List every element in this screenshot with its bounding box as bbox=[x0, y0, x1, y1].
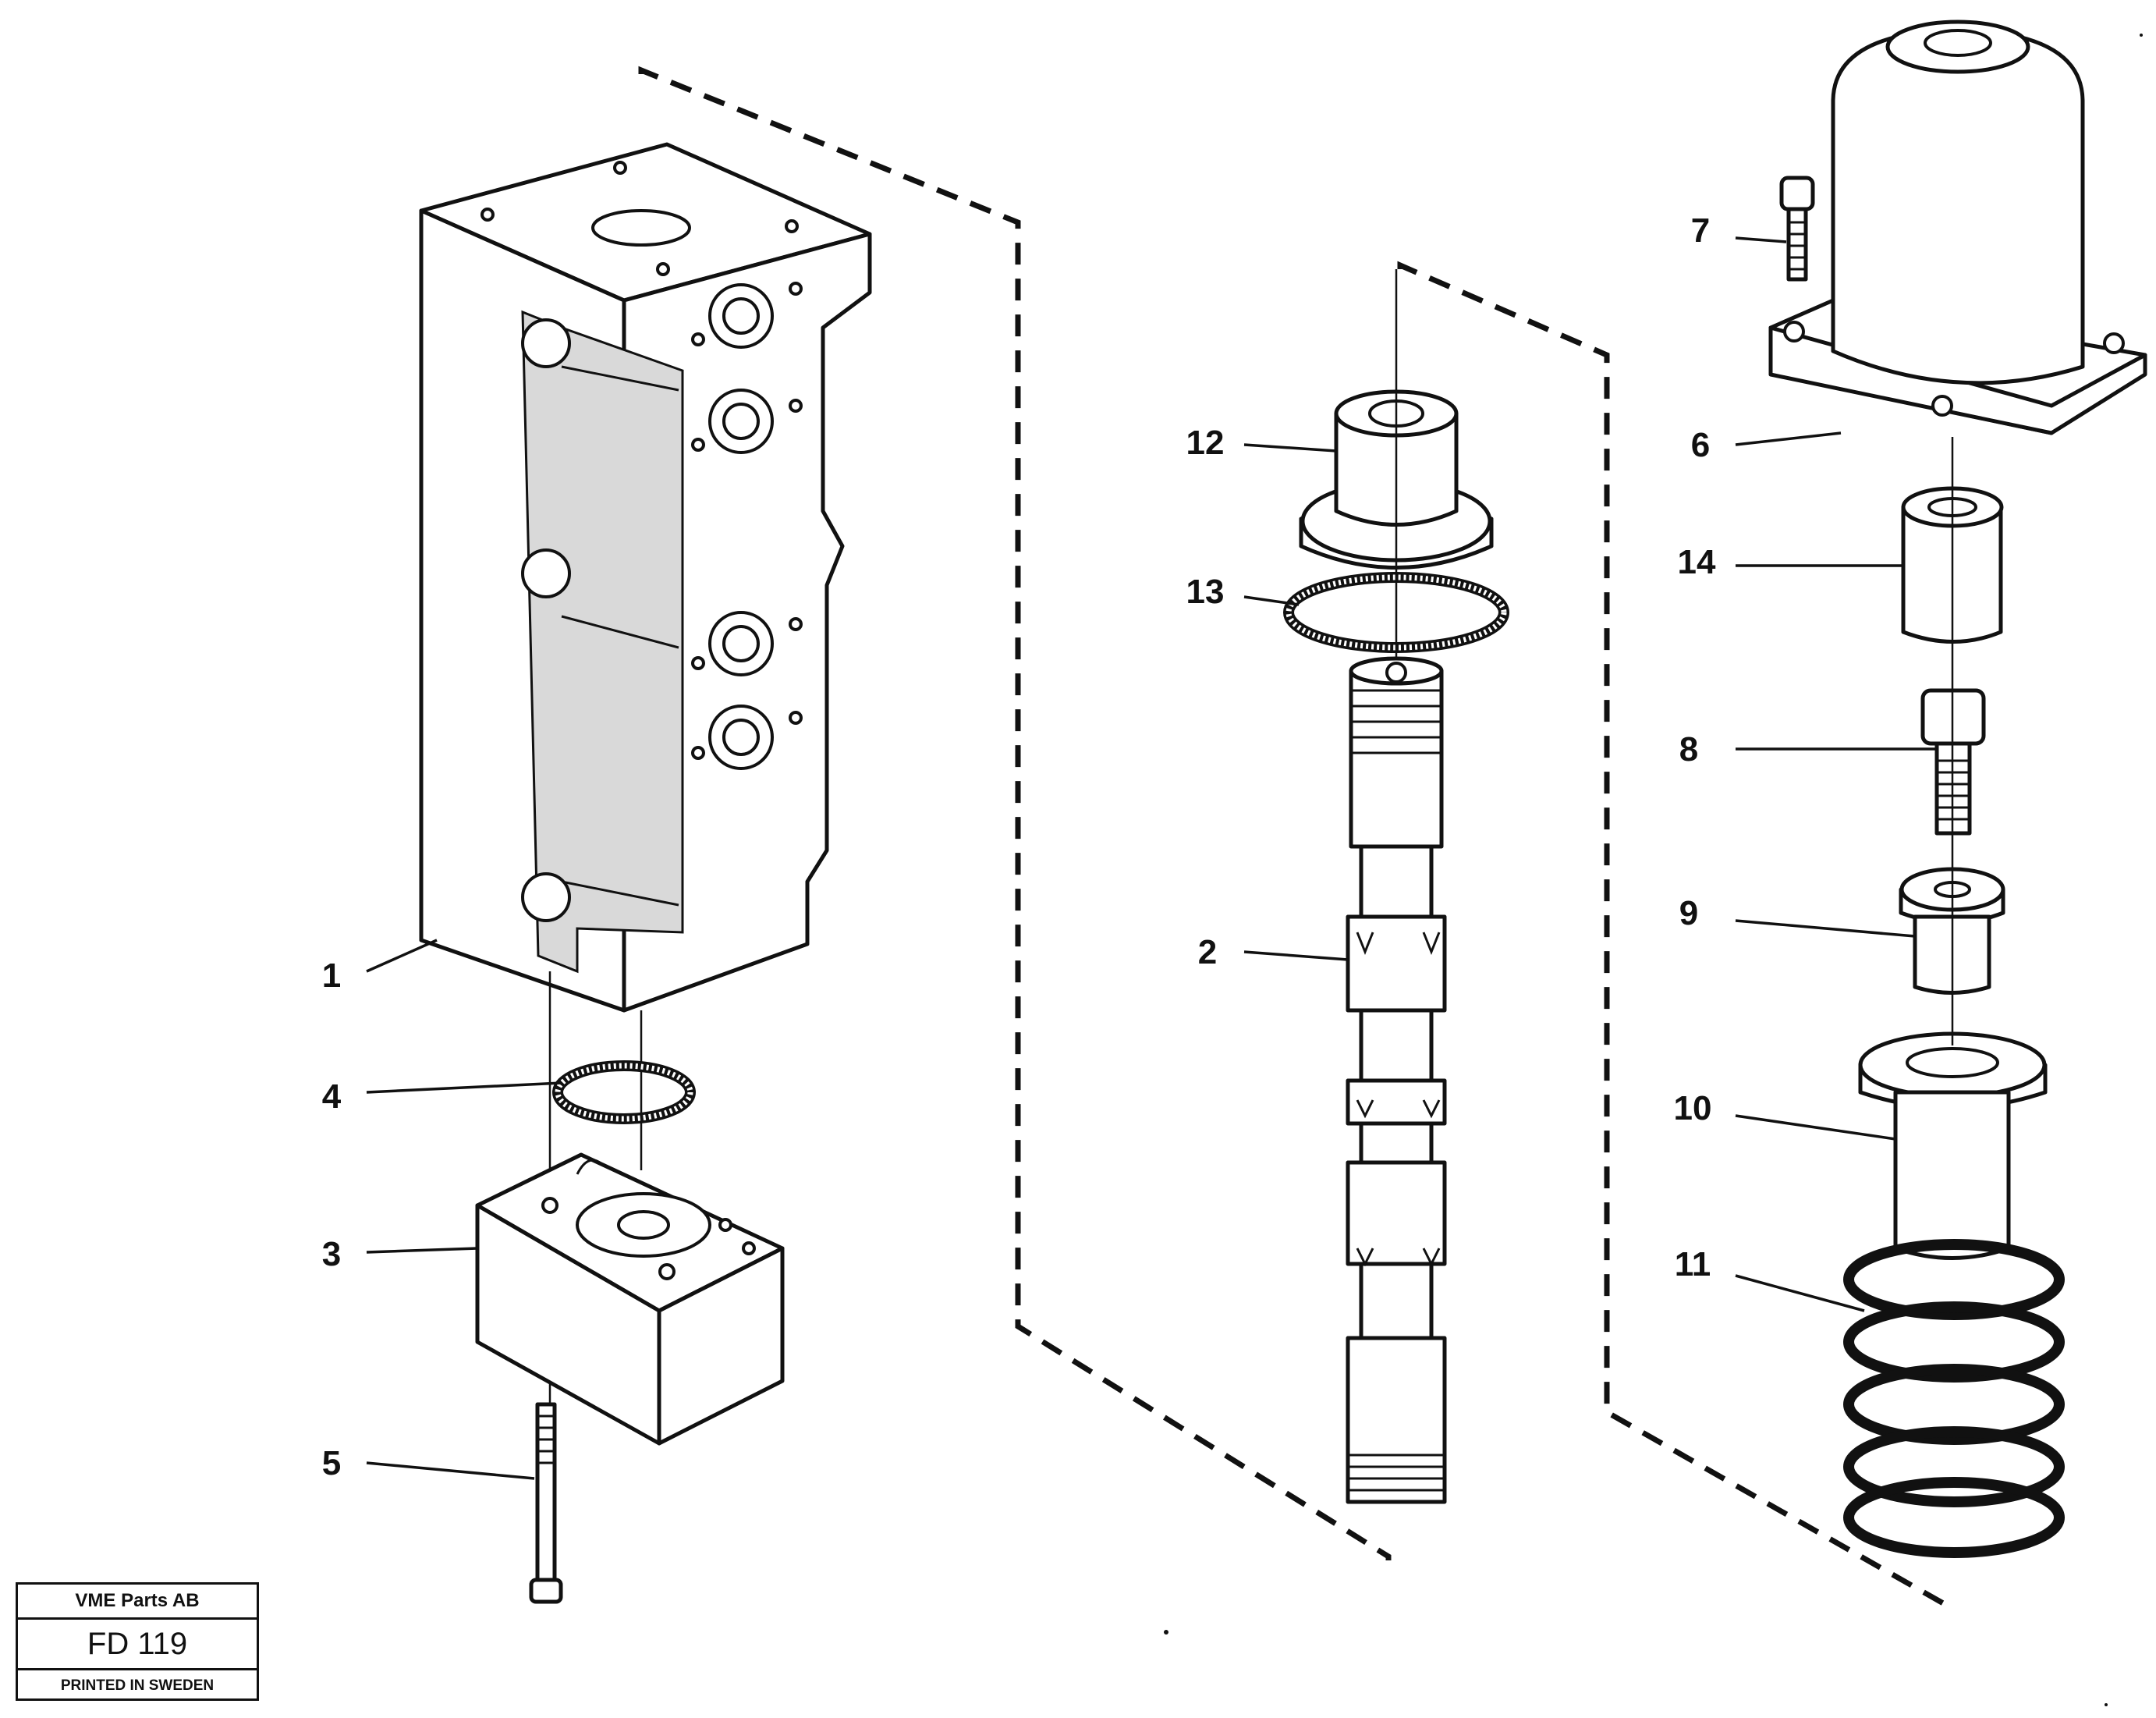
leader-line bbox=[1735, 919, 1916, 938]
leader-line bbox=[1735, 431, 1842, 446]
leader-line bbox=[1735, 1114, 1896, 1141]
valve-spool bbox=[1346, 656, 1447, 1504]
printed-in-label: PRINTED IN SWEDEN bbox=[60, 1677, 215, 1694]
callout-9: 9 bbox=[1679, 894, 1698, 932]
assembly-dashed-line-right bbox=[1397, 261, 1953, 1611]
leader-line bbox=[366, 939, 438, 973]
callout-3: 3 bbox=[322, 1235, 341, 1273]
assembly-dashed-line-left bbox=[638, 66, 1392, 1560]
leader-line bbox=[1735, 1274, 1865, 1312]
callout-4: 4 bbox=[322, 1077, 342, 1116]
callout-14: 14 bbox=[1678, 543, 1716, 581]
leader-line bbox=[366, 1081, 562, 1094]
leader-line bbox=[1243, 950, 1349, 961]
print-speck bbox=[2105, 1703, 2108, 1706]
callout-8: 8 bbox=[1679, 730, 1698, 768]
callout-7: 7 bbox=[1691, 211, 1710, 250]
callout-5: 5 bbox=[322, 1444, 341, 1482]
screw-bolt bbox=[529, 1402, 563, 1604]
callout-12: 12 bbox=[1186, 424, 1225, 462]
leader-line bbox=[366, 1461, 535, 1480]
cover-screw bbox=[1779, 176, 1815, 282]
title-block: VME Parts AB FD 119 PRINTED IN SWEDEN bbox=[16, 1582, 259, 1701]
leader-line bbox=[366, 1247, 478, 1254]
callout-10: 10 bbox=[1674, 1089, 1712, 1127]
leader-line bbox=[1243, 443, 1337, 453]
callout-1: 1 bbox=[322, 957, 341, 995]
leader-line bbox=[1243, 595, 1300, 606]
print-speck bbox=[2140, 34, 2143, 37]
spring-seat bbox=[1858, 1031, 2048, 1260]
o-ring-seal bbox=[552, 1060, 696, 1124]
valve-housing bbox=[419, 142, 872, 1013]
callout-2: 2 bbox=[1198, 933, 1217, 971]
company-name: VME Parts AB bbox=[18, 1585, 257, 1620]
spring-cover bbox=[1768, 20, 2147, 435]
callout-11: 11 bbox=[1675, 1245, 1711, 1283]
callout-13: 13 bbox=[1186, 573, 1225, 611]
drawing-code: FD 119 bbox=[18, 1620, 257, 1670]
compression-spring bbox=[1843, 1239, 2065, 1558]
callout-6: 6 bbox=[1691, 426, 1710, 464]
end-cover-block bbox=[475, 1152, 785, 1446]
print-speck bbox=[1164, 1630, 1168, 1635]
leader-line bbox=[1735, 236, 1787, 243]
